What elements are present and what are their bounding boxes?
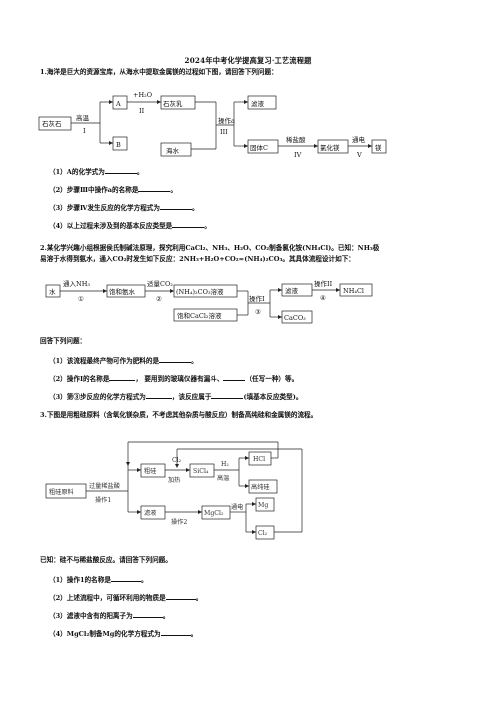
q2-step3-label: ③: [255, 308, 261, 316]
answer-blank[interactable]: [132, 610, 163, 618]
q3-electrify-label: 通电: [231, 503, 243, 511]
q2-answer-intro: 回答下列问题：: [40, 337, 87, 345]
q1-stem: 1.海洋是巨大的资源宝库，从海水中提取金属镁的过程如下图，请回答下列问题：: [40, 68, 278, 76]
q2-nh4co3-label: (NH₄)₂CO₃溶液: [176, 287, 224, 296]
answer-blank[interactable]: [145, 391, 172, 399]
q1-b-label: B: [116, 141, 121, 149]
q3-stem: 3.下图是用粗硅原料（含氧化镁杂质，不考虑其他杂质与酸反应）制备高纯硅和金属镁的…: [40, 411, 318, 419]
q1-sub3: （3）步骤Ⅳ发生反应的化学方程式为。: [49, 202, 199, 212]
q3-heat-label: 加热: [168, 476, 181, 484]
q1-step1-label: I: [83, 127, 86, 135]
answer-blank[interactable]: [172, 220, 205, 228]
q3-sub3: （3）滤液中含有的阳离子为。: [49, 610, 170, 620]
q2-water-label: 水: [49, 287, 56, 296]
q2-caco3-label: CaCO₃: [284, 314, 306, 322]
answer-blank[interactable]: [159, 355, 192, 363]
q2-op1-label: 操作I: [249, 294, 265, 303]
q3-mg-label: Mg: [258, 502, 268, 509]
q1-sub4: （4）以上过程未涉及到的基本反应类型是。: [49, 220, 211, 230]
q1-filtrate-label: 滤液: [251, 99, 265, 108]
answer-blank[interactable]: [223, 373, 246, 381]
answer-blank[interactable]: [138, 184, 171, 192]
q1-step2-label: II: [139, 107, 145, 115]
q1-sub1: （1）A的化学式为。: [49, 166, 144, 176]
q3-known: 已知：硅不与稀盐酸反应。请回答下列问题。: [40, 556, 172, 564]
q3-flow-diagram: 粗硅原料 过量稀盐酸 操作1 粗硅 Cl₂ 加热 SiCl₄ H₂ 高温 HCl…: [45, 441, 303, 540]
q3-op2-label: 操作2: [171, 518, 187, 526]
q2-filtrate-label: 滤液: [285, 286, 299, 295]
q3-h2-label: H₂: [221, 461, 229, 468]
q3-sicl4-label: SiCl₄: [193, 468, 209, 475]
q2-sub2: （2）操作Ⅰ的名称是， 要用到的玻璃仪器有漏斗、（任写一种）等。: [49, 373, 299, 383]
q2-step1-label: ①: [78, 295, 84, 303]
q2-sat-cacl2-label: 饱和CaCl₂溶液: [177, 311, 222, 320]
q1-electrify-label: 通电: [352, 135, 366, 144]
q1-lime-milk-label: 石灰乳: [163, 99, 183, 108]
q1-sub2: （2）步骤Ⅲ中操作a的名称是。: [49, 184, 178, 194]
q1-flow-diagram: 石灰石 高温 I A B +H₂O II 石灰乳 海水 操作a III 滤液 固…: [38, 91, 387, 159]
q1-a-label: A: [115, 100, 121, 108]
q3-filtrate-label: 滤液: [144, 509, 156, 517]
answer-blank[interactable]: [165, 592, 196, 600]
answer-blank[interactable]: [109, 373, 136, 381]
q3-sub2: （2）上述流程中，可循环利用的物质是。: [49, 592, 203, 602]
q2-co2-label: 适量CO₂: [147, 279, 173, 288]
q1-solid-c-label: 固体C: [250, 143, 268, 152]
q3-cl2-label: Cl₂: [172, 457, 182, 464]
answer-blank[interactable]: [211, 391, 244, 399]
q1-step3-label: III: [220, 128, 228, 136]
q1-dilute-hcl-label: 稀盐酸: [286, 135, 306, 144]
q2-sub1: （1）该流程最终产物可作为肥料的是。: [49, 355, 198, 365]
page-title: 2024年中考化学提高复习·工艺流程题: [184, 56, 312, 65]
q3-sub4: （4）MgCl₂制备Mg的化学方程式为。: [49, 628, 198, 638]
q1-seawater-label: 海水: [166, 146, 180, 155]
q1-op-a-label: 操作a: [218, 116, 235, 125]
q3-mgcl2-label: MgCl₂: [204, 510, 224, 517]
q2-step2-label: ②: [156, 295, 162, 303]
q1-plus-h2o-label: +H₂O: [133, 91, 152, 99]
q2-op2-label: 操作II: [314, 279, 333, 288]
q3-raw-label: 粗硅原料: [49, 488, 74, 496]
q2-stem-line1: 2.某化学兴趣小组根据侯氏制碱法原理，探究利用CaCl₂、NH₃、H₂O、CO₂…: [40, 244, 380, 252]
q3-pure-si-label: 高纯硅: [251, 483, 270, 491]
q2-nh3-label: 通入NH₃: [63, 279, 90, 288]
q2-flow-diagram: 水 通入NH₃ ① 饱和氨水 适量CO₂ ② (NH₄)₂CO₃溶液 饱和CaC…: [45, 279, 373, 324]
q3-sub1: （1）操作1的名称是。: [49, 574, 148, 584]
q1-mg-label: 镁: [375, 143, 382, 152]
answer-blank[interactable]: [160, 628, 191, 636]
q2-stem-line2: 易溶于水得到氨水，通入CO₂时发生如下反应：2NH₃+H₂O+CO₂=(NH₄)…: [40, 255, 355, 263]
q2-nh4cl-label: NH₄Cl: [343, 287, 364, 295]
answer-blank[interactable]: [110, 574, 141, 582]
q3-crude-si-label: 粗硅: [144, 467, 156, 475]
q2-step4-label: ④: [320, 294, 326, 302]
q1-limestone-label: 石灰石: [42, 119, 62, 128]
q3-high-temp-label: 高温: [217, 474, 229, 482]
q2-sat-ammonia-label: 饱和氨水: [109, 287, 136, 296]
q2-sub3: （3）第③步反应的化学方程式为，该反应属于(填基本反应类型)。: [49, 391, 303, 401]
q1-mgcl2-label: 氯化镁: [320, 143, 340, 152]
q3-hcl-label: HCl: [253, 456, 265, 463]
answer-blank[interactable]: [104, 166, 137, 174]
q3-excess-hcl-label: 过量稀盐酸: [89, 482, 120, 490]
q1-step4-label: IV: [294, 151, 302, 159]
q1-high-temp-label: 高温: [76, 113, 90, 122]
q3-op1-label: 操作1: [95, 496, 111, 504]
q3-cl2-out-label: Cl₂: [258, 530, 268, 537]
q1-step5-label: V: [356, 151, 362, 159]
answer-blank[interactable]: [159, 202, 192, 210]
